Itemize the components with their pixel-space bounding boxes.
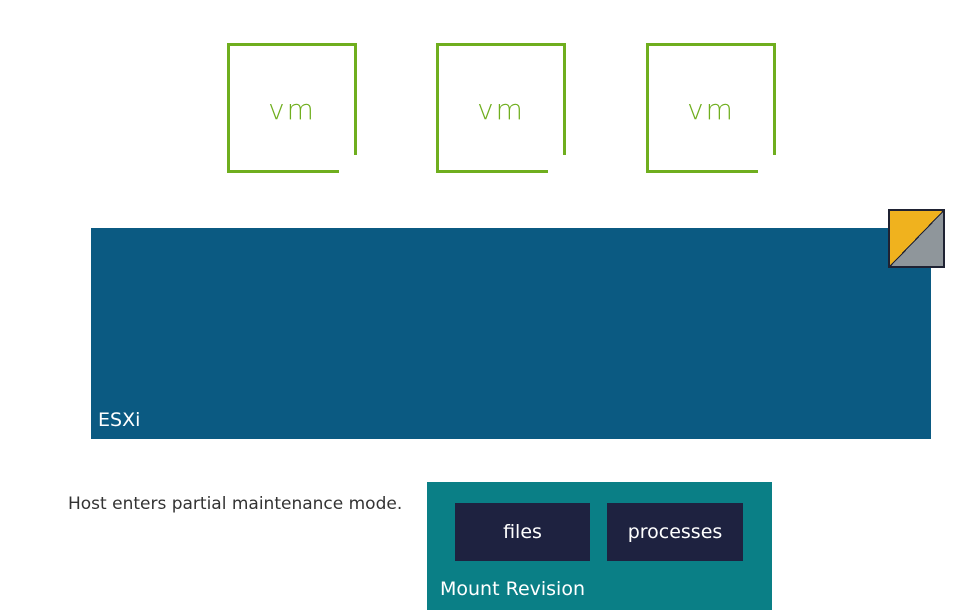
vm-outline [436, 43, 439, 173]
vm-outline [354, 43, 357, 155]
vm-outline [563, 43, 566, 155]
vm-label: vm [687, 93, 735, 126]
vm-outline [646, 43, 649, 173]
mount-revision-label: Mount Revision [440, 578, 585, 600]
vm-label: vm [268, 93, 316, 126]
vm-outline [227, 43, 357, 46]
esxi-label: ESXi [98, 409, 141, 431]
processes-block: processes [607, 503, 743, 561]
caption: Host enters partial maintenance mode. [68, 494, 403, 514]
vm-outline [646, 43, 776, 46]
vm-outline [227, 43, 230, 173]
vm-outline [646, 170, 758, 173]
vm-box-2: vm [436, 43, 566, 173]
vm-box-3: vm [646, 43, 776, 173]
mount-revision-panel: files processes Mount Revision [427, 482, 772, 610]
esxi-host: files processes Mount Revision ESXi [91, 228, 931, 610]
vm-label: vm [477, 93, 525, 126]
vm-outline [227, 170, 339, 173]
files-block: files [455, 503, 590, 561]
vm-box-1: vm [227, 43, 357, 173]
vm-outline [436, 170, 548, 173]
partial-maintenance-indicator-icon [888, 209, 945, 268]
vm-outline [773, 43, 776, 155]
vm-outline [436, 43, 566, 46]
